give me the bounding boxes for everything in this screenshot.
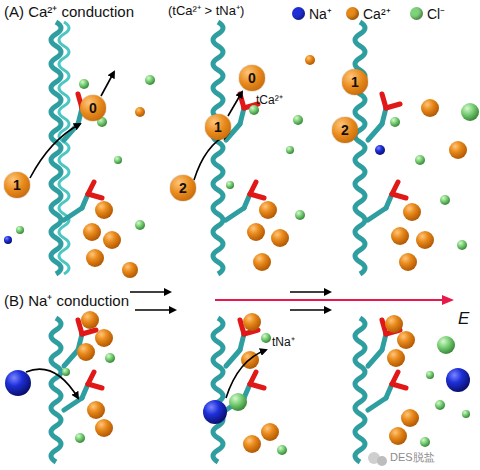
legend-item: Ca²⁺	[346, 4, 391, 23]
field-label: E	[458, 310, 469, 329]
legend-item: Cl⁻	[410, 4, 445, 23]
ion-number: 2	[341, 123, 349, 137]
calcium-ion-sphere: 1	[205, 114, 231, 140]
ion-number: 1	[351, 75, 359, 89]
panel-label: (A) Ca²⁺ conduction	[4, 4, 134, 21]
calcium-ion-sphere: 1	[4, 172, 30, 198]
watermark: DES脱盐	[390, 451, 435, 463]
ion-number: 2	[179, 181, 187, 195]
legend-swatch	[292, 7, 305, 20]
panel-label: tCa²⁺	[256, 94, 283, 107]
legend-swatch	[410, 7, 423, 20]
panel-label: (B) Na⁺ conduction	[4, 293, 129, 310]
ion-number: 0	[248, 71, 256, 85]
calcium-ion-sphere: 0	[80, 95, 106, 121]
panel-label: (tCa²⁺ > tNa⁺)	[168, 4, 244, 18]
calcium-ion-sphere: 2	[332, 117, 358, 143]
legend-swatch	[346, 7, 359, 20]
calcium-ion-sphere: 1	[342, 69, 368, 95]
calcium-ion-sphere: 2	[170, 175, 196, 201]
legend-text: Cl⁻	[427, 4, 445, 23]
legend-text: Ca²⁺	[363, 4, 391, 23]
ion-number: 1	[214, 120, 222, 134]
legend-item: Na⁺	[292, 4, 332, 23]
ion-number: 0	[89, 101, 97, 115]
legend-text: Na⁺	[309, 4, 332, 23]
calcium-ion-sphere: 0	[239, 65, 265, 91]
ion-number: 1	[13, 178, 21, 192]
panel-label: tNa⁺	[272, 336, 295, 349]
